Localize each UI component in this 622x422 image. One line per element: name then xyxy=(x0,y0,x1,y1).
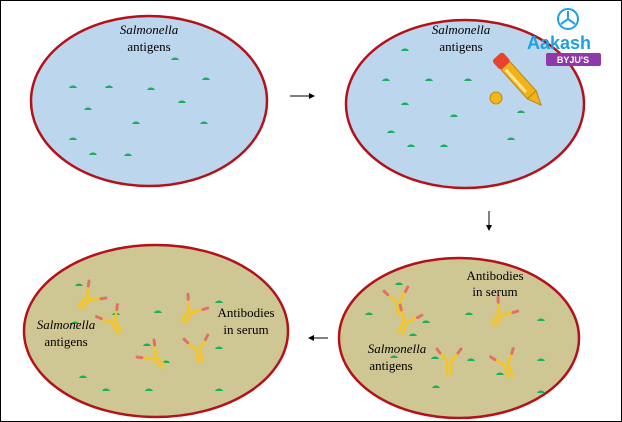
antibody-icon xyxy=(180,292,210,325)
antigen-icon xyxy=(200,121,208,124)
antigen-icon xyxy=(102,388,110,391)
antigen-icon xyxy=(147,87,155,90)
plate-1-label-italic: Salmonella xyxy=(120,22,179,37)
plate-4-antigens xyxy=(71,283,223,391)
antigen-icon xyxy=(143,343,151,346)
antigen-icon xyxy=(401,102,409,105)
antigen-icon xyxy=(401,48,409,51)
plate-1-antigens xyxy=(69,57,210,156)
antigen-icon xyxy=(387,130,395,133)
antigen-icon xyxy=(407,144,415,147)
antigen-icon xyxy=(537,358,545,361)
antigen-icon xyxy=(395,282,403,285)
antigen-icon xyxy=(422,320,430,323)
plate-2-label-italic: Salmonella xyxy=(432,22,491,37)
plate-2-antigens xyxy=(382,48,525,147)
antigen-icon xyxy=(365,312,373,315)
antigen-icon xyxy=(124,153,132,156)
antigen-icon xyxy=(69,85,77,88)
antigen-icon xyxy=(450,114,458,117)
antigen-icon xyxy=(537,318,545,321)
antibody-icon xyxy=(77,279,108,310)
antigen-icon xyxy=(409,333,417,336)
antibody-icon xyxy=(182,333,210,364)
plate-2-dish xyxy=(344,18,586,190)
aakash-emblem-icon xyxy=(557,8,579,30)
serum-droplet xyxy=(489,91,503,105)
plate-3: Antibodies in serum Salmonella antigens xyxy=(337,256,581,420)
plate-3-label: antigens xyxy=(369,358,412,373)
antigen-icon xyxy=(84,107,92,110)
plate-3-antigens xyxy=(365,282,545,393)
plate-1-dish xyxy=(29,14,269,188)
antigen-icon xyxy=(464,78,472,81)
antigen-icon xyxy=(132,121,140,124)
plate-3-dish xyxy=(337,256,581,420)
antigen-icon xyxy=(69,137,77,140)
plate-4-label-italic: Salmonella xyxy=(37,317,96,332)
plate-1: Salmonella antigens xyxy=(29,14,269,188)
antigen-icon xyxy=(390,355,398,358)
antigen-icon xyxy=(215,300,223,303)
dropper-icon xyxy=(492,52,542,107)
plate-4-serum-label-2: in serum xyxy=(223,322,268,337)
antigen-icon xyxy=(178,100,186,103)
plate-4-antibodies xyxy=(77,279,210,369)
plate-2-label: antigens xyxy=(439,39,482,54)
plate-3-serum-label-2: in serum xyxy=(472,284,517,299)
plate-4-serum-label: Antibodies xyxy=(217,305,274,320)
antibody-icon xyxy=(397,303,424,335)
antigen-icon xyxy=(105,85,113,88)
antigen-icon xyxy=(507,137,515,140)
aakash-logo: Aakash BYJU'S xyxy=(527,8,601,66)
antigen-icon xyxy=(440,144,448,147)
antigen-icon xyxy=(79,375,87,378)
antigen-icon xyxy=(215,346,223,349)
antigen-icon xyxy=(215,388,223,391)
antigen-icon xyxy=(145,388,153,391)
plate-3-label-italic: Salmonella xyxy=(368,341,427,356)
antigen-icon xyxy=(517,110,525,113)
plate-3-serum-label: Antibodies xyxy=(466,268,523,283)
antibody-icon xyxy=(135,338,166,369)
antibody-icon xyxy=(435,347,463,376)
antigen-icon xyxy=(162,360,170,363)
byjus-text: BYJU'S xyxy=(557,55,589,65)
antibody-icon xyxy=(95,303,123,335)
antigen-icon xyxy=(465,312,473,315)
antigen-icon xyxy=(71,321,79,324)
plate-1-label: antigens xyxy=(127,39,170,54)
plate-2: Salmonella antigens xyxy=(344,18,586,190)
antigen-icon xyxy=(154,310,162,313)
antigen-icon xyxy=(425,78,433,81)
antigen-icon xyxy=(75,283,83,286)
antigen-icon xyxy=(171,57,179,60)
antigen-icon xyxy=(382,78,390,81)
antigen-icon xyxy=(496,372,504,375)
antigen-icon xyxy=(467,358,475,361)
antigen-icon xyxy=(432,385,440,388)
antibody-icon xyxy=(489,347,515,379)
plate-4-label: antigens xyxy=(44,334,87,349)
antigen-icon xyxy=(537,390,545,393)
plate-3-antibodies xyxy=(382,285,520,379)
plate-4-dish xyxy=(22,243,290,419)
antibody-icon xyxy=(490,295,520,328)
antigen-icon xyxy=(89,152,97,155)
aakash-logo-text: Aakash xyxy=(527,33,591,53)
byjus-badge xyxy=(546,53,601,66)
antigen-icon xyxy=(431,356,439,359)
plate-4: Antibodies in serum Salmonella antigens xyxy=(22,243,290,419)
antigen-icon xyxy=(202,77,210,80)
